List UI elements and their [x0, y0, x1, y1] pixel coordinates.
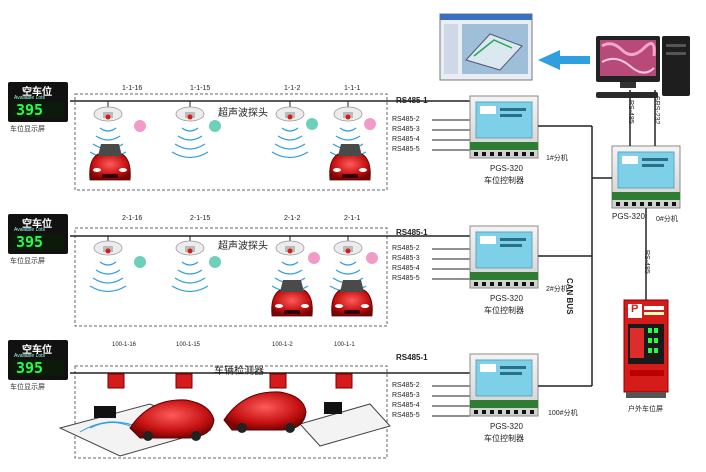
display-subtitle: Available Lots: [14, 95, 46, 101]
display-caption: 车位显示屏: [10, 258, 45, 265]
car: [329, 143, 371, 181]
rs485-port-label: RS485-5: [392, 275, 420, 282]
row1-frame: [74, 93, 388, 191]
software-screenshot: [439, 13, 533, 81]
display-panel-2: [8, 214, 68, 254]
display-title: 空车位: [22, 219, 52, 230]
sensor-id: 2-1-16: [122, 215, 143, 222]
rs485-port-label: RS485-5: [392, 146, 420, 153]
rs485-port-label: RS485-4: [392, 136, 420, 143]
can-bus-label: CAN BUS: [565, 278, 574, 315]
rs485-port-label: RS485-1: [396, 96, 428, 105]
controller-2: [469, 225, 539, 289]
controller-1: [469, 95, 539, 159]
controller-name: 车位控制器: [484, 306, 524, 315]
sensor-id: 100-1-2: [272, 342, 293, 348]
sensor-id: 2-1-2: [284, 215, 301, 222]
controller-name: 车位控制器: [484, 434, 524, 443]
car: [89, 143, 131, 181]
sensor-id: 1-1-2: [284, 85, 301, 92]
display-number: 395: [16, 359, 44, 377]
sensor-id: 100-1-1: [334, 342, 355, 348]
controller-unit: 100#分机: [548, 410, 578, 417]
rs485-port-label: RS485-2: [392, 116, 420, 123]
controller-model: PGS-320: [490, 294, 523, 303]
sensor-id: 1-1-15: [190, 85, 211, 92]
sensor-id: 100-1-16: [112, 342, 137, 348]
sensor-id: 2-1-15: [190, 215, 211, 222]
controller-model: PGS-320: [490, 164, 523, 173]
rs485-port-label: RS485-2: [392, 245, 420, 252]
rs485-port-label: RS485-3: [392, 392, 420, 399]
display-panel-1: [8, 82, 68, 122]
outdoor-logo: P: [631, 303, 639, 315]
rs485-port-label: RS485-4: [392, 265, 420, 272]
rs485-port-label: RS485-1: [396, 353, 428, 362]
display-number: 395: [16, 233, 44, 251]
pc-link-label: SRS-232: [653, 96, 660, 125]
display-caption: 车位显示屏: [10, 384, 45, 391]
rs485-port-label: RS485-3: [392, 126, 420, 133]
pc-computer: [596, 36, 690, 98]
car: [331, 279, 373, 317]
controller-main: [611, 145, 681, 209]
sensor-id: 100-1-15: [176, 342, 201, 348]
rs485-port-label: RS485-3: [392, 255, 420, 262]
display-number: 395: [16, 101, 44, 119]
sensor-id: 2-1-1: [344, 215, 361, 222]
controller-100: [469, 353, 539, 417]
main-controller-unit: 0#分机: [656, 216, 678, 223]
main-controller-model: PGS-320: [612, 212, 645, 221]
controller-name: 车位控制器: [484, 176, 524, 185]
rs485-port-label: RS485-1: [396, 228, 428, 237]
row2-frame: [74, 227, 388, 327]
sensor-id: 1-1-1: [344, 85, 361, 92]
controller-unit: 1#分机: [546, 155, 568, 162]
controller-model: PGS-320: [490, 422, 523, 431]
rs485-port-label: RS485-2: [392, 382, 420, 389]
display-title: 空车位: [22, 87, 52, 98]
rs485-port-label: RS485-4: [392, 402, 420, 409]
sensor-id: 1-1-16: [122, 85, 143, 92]
row2-sensors: [89, 236, 378, 317]
display-title: 空车位: [22, 345, 52, 356]
row3-frame: [74, 365, 388, 459]
display-subtitle: Available Lots: [14, 353, 46, 359]
display-panel-3: [8, 340, 68, 380]
sensor-type-label: 超声波探头: [218, 241, 268, 252]
display-caption: 车位显示屏: [10, 126, 45, 133]
rs485-port-label: RS485-5: [392, 412, 420, 419]
car: [271, 279, 313, 317]
sensor-type-label: 车辆检测器: [214, 366, 264, 377]
row1-sensors: [89, 101, 376, 181]
row3-detectors: [58, 373, 391, 457]
display-subtitle: Available Lots: [14, 227, 46, 233]
outdoor-caption: 户外车位屏: [628, 406, 663, 413]
outdoor-link-label: RS-485: [643, 250, 650, 274]
controller-unit: 2#分机: [546, 286, 568, 293]
sensor-type-label: 超声波探头: [218, 108, 268, 119]
outdoor-screen: [623, 299, 669, 398]
pc-link-label: RS-485: [627, 100, 634, 124]
